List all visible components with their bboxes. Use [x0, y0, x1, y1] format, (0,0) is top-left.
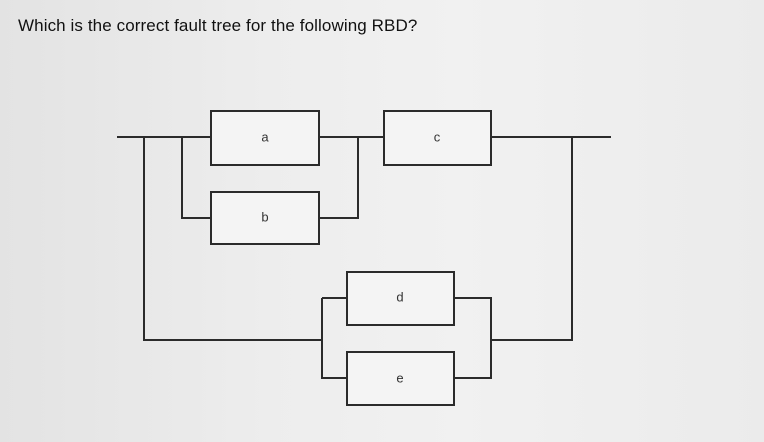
block-d: d: [346, 271, 455, 326]
outer-right-connector: [491, 137, 573, 341]
block-b-label: b: [261, 209, 268, 224]
question-text: Which is the correct fault tree for the …: [18, 16, 418, 35]
de-right-connector: [454, 297, 492, 379]
block-a: a: [210, 110, 320, 166]
block-d-label: d: [396, 289, 403, 304]
de-left-connector: [321, 297, 347, 379]
block-e-label: e: [396, 370, 403, 385]
block-c-label: c: [434, 129, 441, 144]
block-b: b: [210, 191, 320, 245]
block-a-label: a: [261, 129, 269, 144]
block-e: e: [346, 351, 455, 406]
block-c: c: [383, 110, 492, 166]
outer-left-connector: [143, 137, 322, 341]
ab-right-connector: [319, 137, 359, 219]
ab-left-connector: [181, 137, 211, 219]
